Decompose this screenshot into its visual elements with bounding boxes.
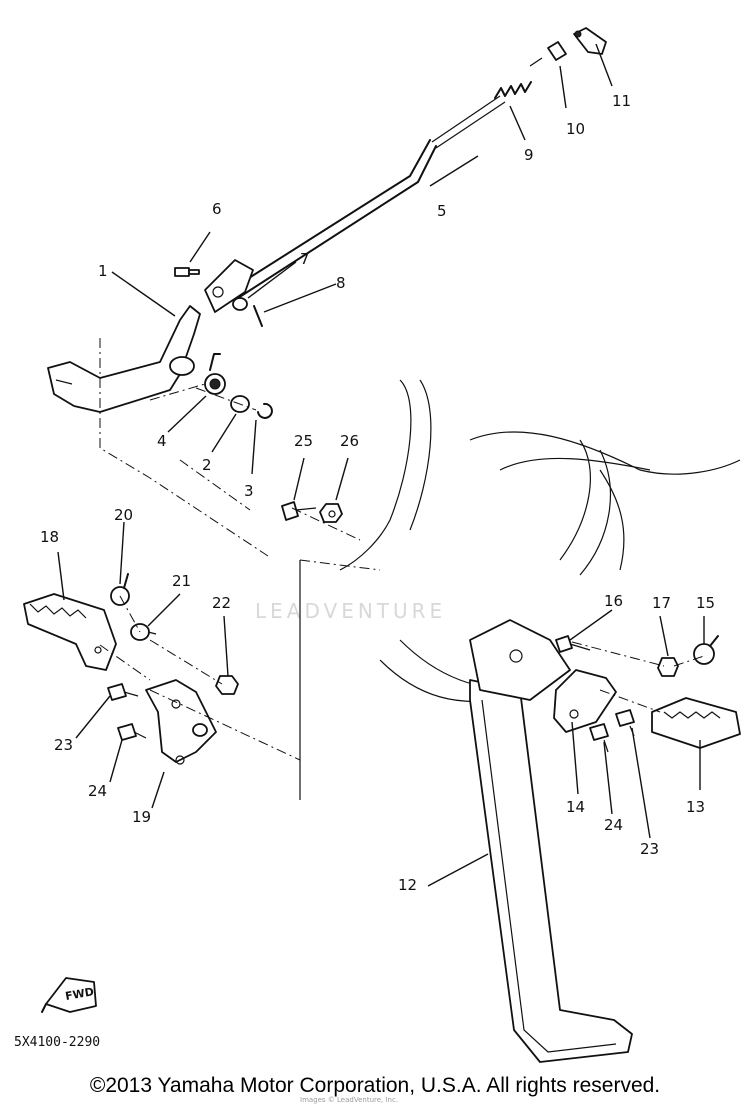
callout-6: 6 <box>212 200 222 218</box>
return-spring <box>204 353 226 395</box>
callout-17: 17 <box>652 594 671 612</box>
alignment-lines <box>99 338 705 761</box>
watermark: LEADVENTURE <box>255 599 446 623</box>
right-bolt-16 <box>555 635 591 653</box>
callout-8: 8 <box>336 274 346 292</box>
callout-4: 4 <box>157 432 167 450</box>
callout-5: 5 <box>437 202 447 220</box>
callout-2: 2 <box>202 456 212 474</box>
right-footrest <box>651 697 741 749</box>
callout-23-left: 23 <box>54 736 73 754</box>
right-footrest-bracket <box>553 669 617 733</box>
callout-11: 11 <box>612 92 631 110</box>
sidestand <box>469 619 633 1063</box>
left-footrest-bracket <box>145 679 217 765</box>
callout-25: 25 <box>294 432 313 450</box>
callout-9: 9 <box>524 146 534 164</box>
callout-3: 3 <box>244 482 254 500</box>
callout-26: 26 <box>340 432 359 450</box>
callout-23-right: 23 <box>640 840 659 858</box>
pin <box>174 267 200 277</box>
callout-7: 7 <box>300 250 310 268</box>
footrest-pin <box>130 623 157 641</box>
pivot-bolt <box>281 501 317 521</box>
brake-rod <box>229 95 506 299</box>
right-bolt-23 <box>615 709 635 737</box>
callout-14: 14 <box>566 798 585 816</box>
rod-joint <box>573 27 607 55</box>
callout-22: 22 <box>212 594 231 612</box>
callout-18: 18 <box>40 528 59 546</box>
washer <box>232 297 248 311</box>
footrest-nut <box>215 675 239 695</box>
cotter-pin <box>253 305 263 327</box>
left-footrest <box>23 593 117 671</box>
circlip <box>257 402 273 419</box>
fwd-arrow-icon: FWD <box>41 977 97 1013</box>
callout-10: 10 <box>566 120 585 138</box>
brake-pedal <box>47 305 201 413</box>
callout-19: 19 <box>132 808 151 826</box>
faint-credit: Images © LeadVenture, Inc. <box>300 1096 399 1104</box>
callout-1: 1 <box>98 262 108 280</box>
right-spring <box>693 635 719 665</box>
fwd-label: FWD <box>64 985 95 1003</box>
callout-13: 13 <box>686 798 705 816</box>
callout-21: 21 <box>172 572 191 590</box>
right-nut <box>657 657 679 677</box>
diagram-code: 5X4100-2290 <box>14 1035 100 1050</box>
callout-15: 15 <box>696 594 715 612</box>
callout-24-left: 24 <box>88 782 107 800</box>
callout-16: 16 <box>604 592 623 610</box>
callout-24-right: 24 <box>604 816 623 834</box>
leader-lines <box>57 43 705 887</box>
callout-20: 20 <box>114 506 133 524</box>
left-bolt-23 <box>107 683 139 701</box>
copyright-notice: ©2013 Yamaha Motor Corporation, U.S.A. A… <box>89 1074 661 1097</box>
callouts: 1 2 3 4 5 6 7 8 9 10 11 12 13 14 15 16 1… <box>40 92 715 894</box>
spring <box>494 81 532 99</box>
brake-arm-link <box>204 259 254 313</box>
left-bolt-24 <box>117 723 147 741</box>
pivot-nut <box>319 503 343 523</box>
adjusting-nut <box>529 41 567 67</box>
callout-12: 12 <box>398 876 417 894</box>
